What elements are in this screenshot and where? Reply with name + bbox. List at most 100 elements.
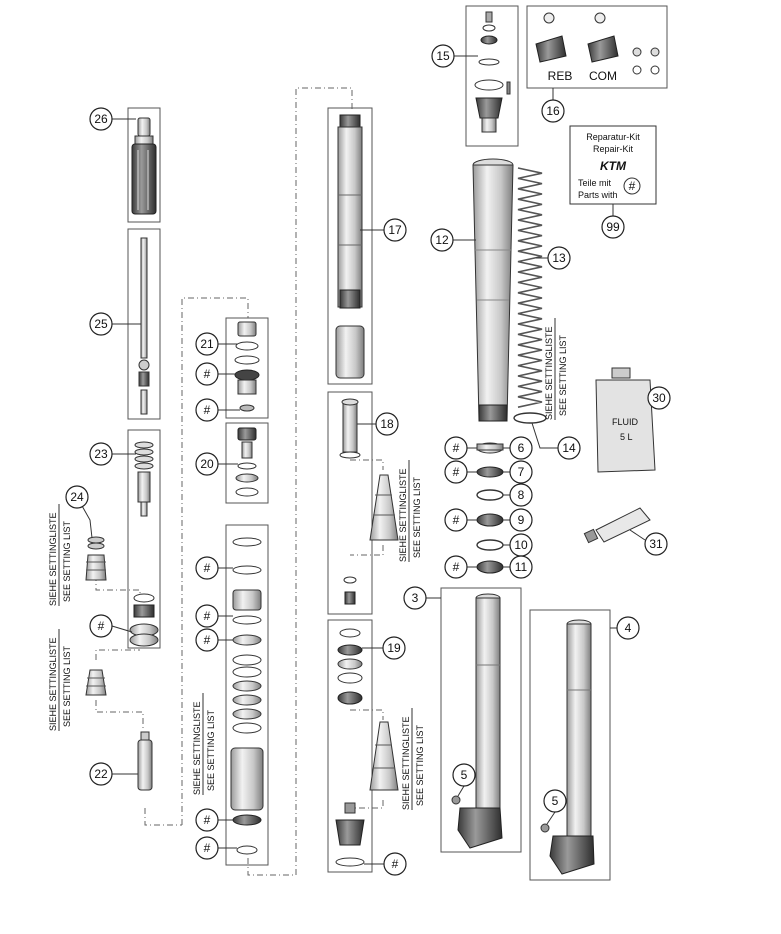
ktm-logo: KTM xyxy=(600,159,627,173)
svg-text:SIEHE SETTINGLISTE: SIEHE SETTINGLISTE xyxy=(192,701,202,795)
svg-text:SEE SETTING LIST: SEE SETTING LIST xyxy=(206,709,216,791)
callout-17: 17 xyxy=(383,218,407,242)
svg-text:#: # xyxy=(204,813,211,827)
svg-text:5: 5 xyxy=(552,794,559,808)
svg-text:18: 18 xyxy=(380,417,394,431)
callout-hash-m5: # xyxy=(195,836,219,860)
svg-text:#: # xyxy=(204,841,211,855)
callout-hash-21a: # xyxy=(195,362,219,386)
dashed-connection-lines xyxy=(95,87,384,876)
callouts: 26 25 23 24 # 22 21 # # 20 # # # # # 17 … xyxy=(65,44,671,876)
part-14-ring xyxy=(513,412,547,424)
setting-note-5: SIEHE SETTINGLISTE SEE SETTING LIST xyxy=(401,708,425,810)
callout-hash-m4: # xyxy=(195,808,219,832)
svg-text:6: 6 xyxy=(518,441,525,455)
callout-18: 18 xyxy=(375,412,399,436)
callout-14: 14 xyxy=(557,436,581,460)
svg-text:22: 22 xyxy=(94,767,108,781)
svg-text:SIEHE SETTINGLISTE: SIEHE SETTINGLISTE xyxy=(398,468,408,562)
repair-kit-line4: Parts with xyxy=(578,190,618,200)
callout-hash-m1: # xyxy=(195,556,219,580)
svg-text:#: # xyxy=(453,441,460,455)
callout-20: 20 xyxy=(195,452,219,476)
svg-text:10: 10 xyxy=(514,538,528,552)
setting-note-3: SIEHE SETTINGLISTE SEE SETTING LIST xyxy=(192,693,216,795)
svg-text:#: # xyxy=(204,561,211,575)
svg-text:7: 7 xyxy=(518,465,525,479)
part-24-shim-stack xyxy=(85,536,107,581)
repair-kit-line2: Repair-Kit xyxy=(593,144,634,154)
part-middle-stack xyxy=(230,537,264,855)
svg-text:14: 14 xyxy=(562,441,576,455)
svg-text:#: # xyxy=(204,403,211,417)
callout-26: 26 xyxy=(89,107,113,131)
part-4-inner-tube-right xyxy=(540,619,595,875)
part-12-outer-tube xyxy=(472,158,514,422)
callout-99: 99 xyxy=(601,215,625,239)
part-23-lower-valves xyxy=(129,593,159,647)
group-frames xyxy=(127,5,668,881)
repair-kit-box: Reparatur-Kit Repair-Kit KTM Teile mit P… xyxy=(569,125,657,205)
callout-3: 3 xyxy=(403,586,427,610)
callout-22: 22 xyxy=(89,762,113,786)
svg-text:#: # xyxy=(204,633,211,647)
svg-text:17: 17 xyxy=(388,223,402,237)
svg-text:#: # xyxy=(204,367,211,381)
part-31-grease-tube xyxy=(583,507,651,544)
part-20-adjuster xyxy=(235,427,259,497)
svg-text:19: 19 xyxy=(387,641,401,655)
svg-text:21: 21 xyxy=(200,337,214,351)
callout-11: 11 xyxy=(509,555,533,579)
svg-text:13: 13 xyxy=(552,251,566,265)
svg-text:25: 25 xyxy=(94,317,108,331)
svg-text:SEE SETTING LIST: SEE SETTING LIST xyxy=(558,334,568,416)
callout-hash-7: # xyxy=(444,460,468,484)
setting-note-1: SIEHE SETTINGLISTE SEE SETTING LIST xyxy=(48,504,72,606)
svg-text:#: # xyxy=(98,619,105,633)
callout-10: 10 xyxy=(509,533,533,557)
callout-13: 13 xyxy=(547,246,571,270)
part-18-cartridge-lower xyxy=(339,398,399,605)
callout-hash-11: # xyxy=(444,555,468,579)
callout-hash-6: # xyxy=(444,436,468,460)
svg-text:SIEHE SETTINGLISTE: SIEHE SETTINGLISTE xyxy=(544,326,554,420)
svg-text:#: # xyxy=(392,857,399,871)
part-13-fork-spring xyxy=(517,167,543,408)
setting-note-4: SIEHE SETTINGLISTE SEE SETTING LIST xyxy=(398,460,422,562)
label-reb: REB xyxy=(548,69,573,83)
can-label-2: 5 L xyxy=(620,432,633,442)
can-label-1: FLUID xyxy=(612,417,639,427)
callout-23: 23 xyxy=(89,442,113,466)
setting-note-6: SIEHE SETTINGLISTE SEE SETTING LIST xyxy=(544,318,568,420)
svg-text:#: # xyxy=(204,609,211,623)
part-21-base-valve xyxy=(234,321,260,412)
svg-text:24: 24 xyxy=(70,490,84,504)
callout-15: 15 xyxy=(431,44,455,68)
part-30-fluid-can: FLUID 5 L xyxy=(595,367,656,473)
svg-text:20: 20 xyxy=(200,457,214,471)
svg-text:SEE SETTING LIST: SEE SETTING LIST xyxy=(415,724,425,806)
callout-hash-left: # xyxy=(89,614,113,638)
svg-text:99: 99 xyxy=(606,220,620,234)
part-15-top-cap xyxy=(474,11,511,133)
part-23-spring-assembly xyxy=(134,441,154,517)
svg-text:15: 15 xyxy=(436,49,450,63)
callout-8: 8 xyxy=(509,483,533,507)
callout-30: 30 xyxy=(647,386,671,410)
svg-text:11: 11 xyxy=(515,560,528,574)
svg-text:SEE SETTING LIST: SEE SETTING LIST xyxy=(62,520,72,602)
callout-24: 24 xyxy=(65,485,89,509)
callout-hash-m3: # xyxy=(195,628,219,652)
callout-7: 7 xyxy=(509,460,533,484)
callout-hash-9: # xyxy=(444,508,468,532)
callout-31: 31 xyxy=(644,532,668,556)
callout-5-right: 5 xyxy=(543,789,567,813)
callout-6: 6 xyxy=(509,436,533,460)
svg-text:5: 5 xyxy=(461,768,468,782)
part-3-inner-tube-left xyxy=(451,593,503,849)
svg-text:23: 23 xyxy=(94,447,108,461)
callout-4: 4 xyxy=(616,616,640,640)
callout-hash-21b: # xyxy=(195,398,219,422)
svg-text:31: 31 xyxy=(649,537,663,551)
